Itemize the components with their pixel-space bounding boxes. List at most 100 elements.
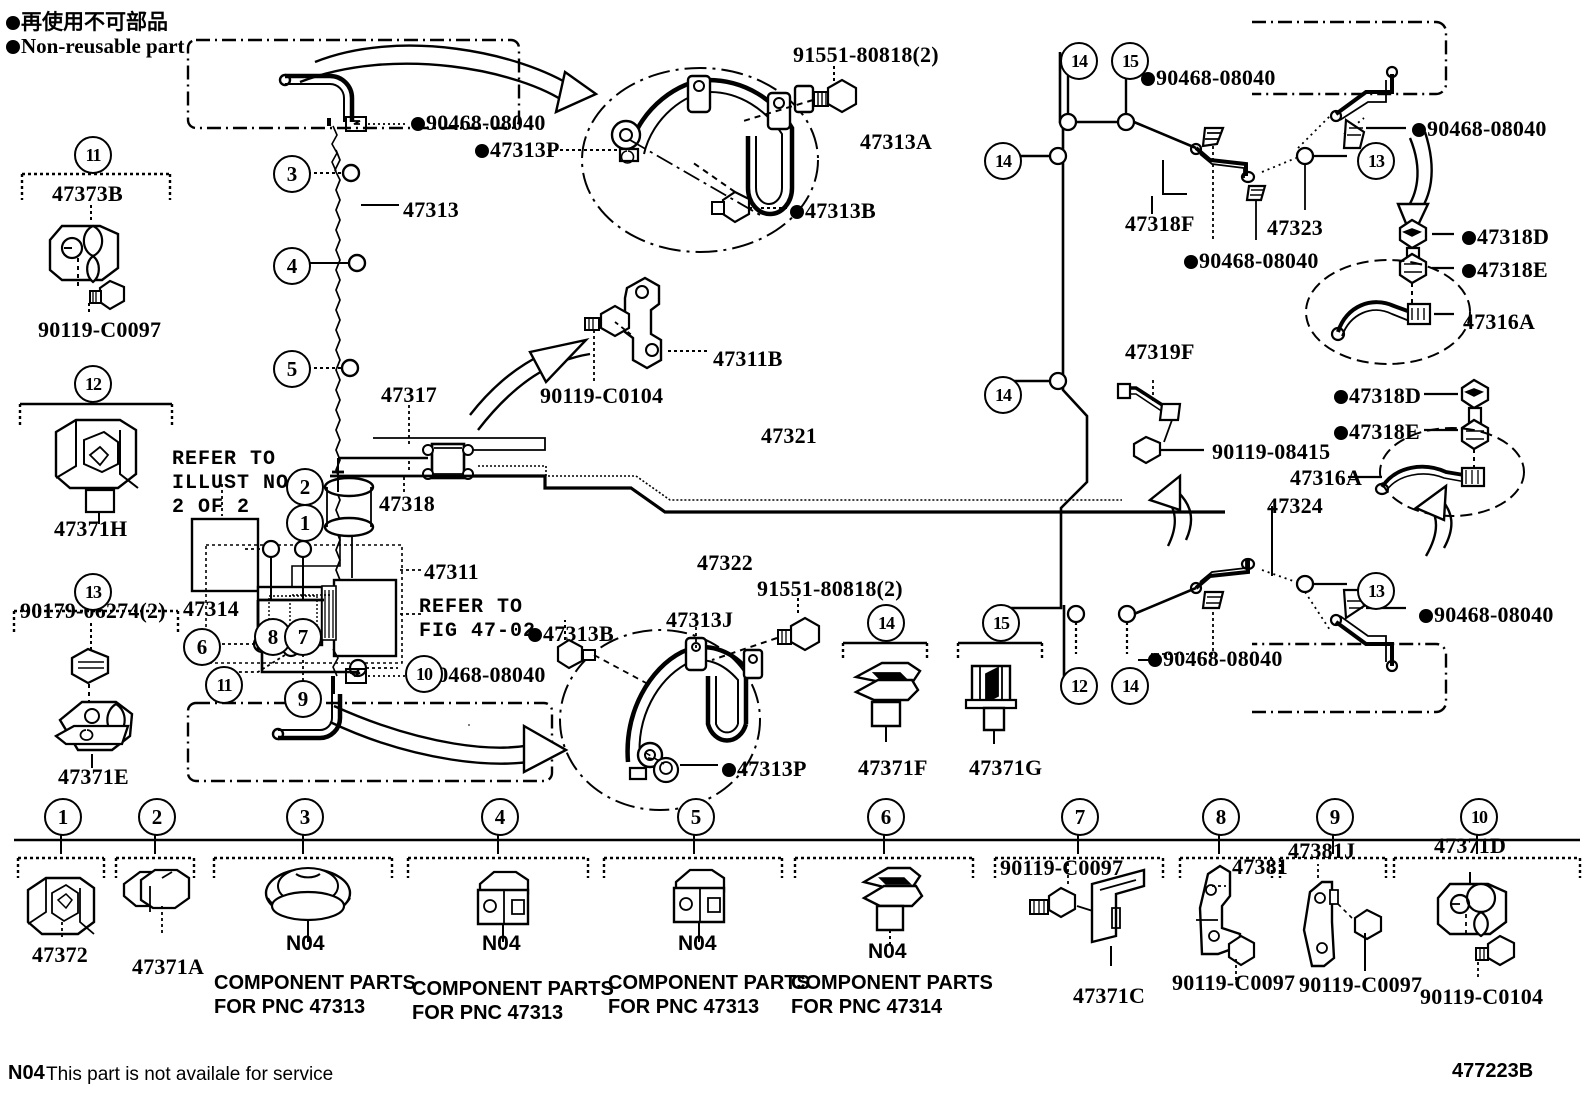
legend-part-90119-c0097-9: 90119-C0097 (1299, 972, 1423, 997)
callout-number: 2 (299, 474, 311, 499)
part-label-90468-08040: 90468-08040 (1412, 118, 1547, 140)
legend-callout-number: 6 (880, 804, 892, 829)
part-number-text: 90468-08040 (426, 110, 546, 135)
part-number-text: 90468-08040 (1163, 646, 1283, 671)
nonreusable-bullet-icon (528, 628, 542, 642)
part-label-47322: 47322 (697, 552, 753, 574)
callout-circle-15[interactable]: 15 (1111, 42, 1149, 80)
legend-callout-number: 8 (1215, 804, 1227, 829)
refer-illust-line1: REFER TO (172, 448, 277, 471)
callout-circle-7[interactable]: 7 (284, 618, 322, 656)
callout-circle-3[interactable]: 3 (273, 155, 311, 193)
callout-circle-15[interactable]: 15 (982, 604, 1020, 642)
part-number-text: 47316A (1463, 309, 1536, 334)
part-number-text: 90468-08040 (426, 662, 546, 687)
part-label-47313p: 47313P (475, 139, 560, 161)
part-number-text: 47371E (58, 764, 129, 789)
callout-circle-14[interactable]: 14 (984, 142, 1022, 180)
callout-circle-13[interactable]: 13 (74, 573, 112, 611)
note-english: Non-reusable part (6, 34, 185, 59)
legend-callout-5[interactable]: 5 (677, 798, 715, 836)
callout-circle-14[interactable]: 14 (867, 604, 905, 642)
callout-number: 15 (993, 612, 1010, 633)
part-number-text: 47314 (183, 596, 239, 621)
callout-circle-12[interactable]: 12 (1060, 667, 1098, 705)
part-label-91551-80818-2-: 91551-80818(2) (793, 44, 939, 66)
callout-circle-14[interactable]: 14 (1111, 667, 1149, 705)
legend-callout-1[interactable]: 1 (44, 798, 82, 836)
nonreusable-bullet-icon (722, 763, 736, 777)
legend-part-47381j: 47381J (1288, 838, 1356, 863)
callout-circle-13[interactable]: 13 (1357, 142, 1395, 180)
legend-part-47371a: 47371A (132, 954, 205, 979)
callout-number: 14 (1122, 675, 1139, 696)
legend-component-parts-5: COMPONENT PARTS (608, 972, 810, 994)
nonreusable-bullet-icon (1141, 72, 1155, 86)
part-label-47313j: 47313J (666, 609, 733, 631)
part-label-47319f: 47319F (1125, 341, 1195, 363)
part-number-text: 47318F (1125, 211, 1195, 236)
legend-callout-2[interactable]: 2 (138, 798, 176, 836)
callout-circle-11[interactable]: 11 (205, 666, 243, 704)
callout-number: 13 (1368, 580, 1385, 601)
part-number-text: 90119-C0104 (540, 383, 664, 408)
legend-callout-number: 4 (494, 804, 506, 829)
callout-number: 9 (297, 686, 309, 711)
callout-circle-13[interactable]: 13 (1357, 572, 1395, 610)
callout-number: 10 (416, 663, 433, 684)
callout-circle-14[interactable]: 14 (1060, 42, 1098, 80)
part-number-text: 47318D (1349, 383, 1422, 408)
callout-circle-11[interactable]: 11 (74, 136, 112, 174)
callout-circle-4[interactable]: 4 (273, 247, 311, 285)
legend-callout-10[interactable]: 10 (1460, 798, 1498, 836)
legend-part-90119-c0097-7: 90119-C0097 (1000, 855, 1124, 880)
legend-callout-9[interactable]: 9 (1316, 798, 1354, 836)
callout-circle-14[interactable]: 14 (984, 376, 1022, 414)
legend-callout-number: 2 (151, 804, 163, 829)
callout-circle-9[interactable]: 9 (284, 680, 322, 718)
callout-number: 1 (299, 510, 311, 535)
part-number-text: 90468-08040 (1156, 65, 1276, 90)
callout-number: 11 (85, 144, 101, 165)
part-number-text: 47318E (1477, 257, 1548, 282)
legend-callout-4[interactable]: 4 (481, 798, 519, 836)
note-japanese: 再使用不可部品 (6, 6, 168, 36)
legend-part-47371d: 47371D (1434, 833, 1507, 858)
legend-pnc-6: FOR PNC 47314 (791, 996, 943, 1018)
legend-callout-7[interactable]: 7 (1061, 798, 1099, 836)
part-label-47313: 47313 (403, 199, 459, 221)
nonreusable-bullet-icon (1148, 653, 1162, 667)
part-number-text: 91551-80818(2) (757, 576, 903, 601)
legend-callout-8[interactable]: 8 (1202, 798, 1240, 836)
callout-circle-6[interactable]: 6 (183, 628, 221, 666)
refer-fig-line2: FIG 47-02 (419, 620, 537, 643)
part-number-text: 47322 (697, 550, 753, 575)
callout-circle-1[interactable]: 1 (286, 504, 324, 542)
legend-callout-number: 10 (1471, 806, 1488, 827)
callout-number: 8 (267, 624, 279, 649)
callout-circle-2[interactable]: 2 (286, 468, 324, 506)
callout-number: 11 (216, 674, 232, 695)
legend-n04-4: N04 (482, 932, 521, 955)
part-label-90468-08040: 90468-08040 (1148, 648, 1283, 670)
part-number-text: 47313A (860, 129, 933, 154)
part-label-47311b: 47311B (713, 348, 783, 370)
callout-circle-10[interactable]: 10 (405, 655, 443, 693)
part-label-47371f: 47371F (858, 757, 928, 779)
part-number-text: 47323 (1267, 215, 1323, 240)
callout-circle-12[interactable]: 12 (74, 365, 112, 403)
part-label-47324: 47324 (1267, 495, 1323, 517)
callout-number: 14 (1071, 50, 1088, 71)
part-number-text: 47319F (1125, 339, 1195, 364)
callout-circle-5[interactable]: 5 (273, 350, 311, 388)
legend-callout-6[interactable]: 6 (867, 798, 905, 836)
legend-callout-number: 9 (1329, 804, 1341, 829)
part-label-47321: 47321 (761, 425, 817, 447)
legend-callout-3[interactable]: 3 (286, 798, 324, 836)
legend-callout-number: 1 (57, 804, 69, 829)
callout-number: 14 (995, 150, 1012, 171)
part-number-text: 90119-C0097 (38, 317, 162, 342)
part-label-47317: 47317 (381, 384, 437, 406)
part-label-47323: 47323 (1267, 217, 1323, 239)
